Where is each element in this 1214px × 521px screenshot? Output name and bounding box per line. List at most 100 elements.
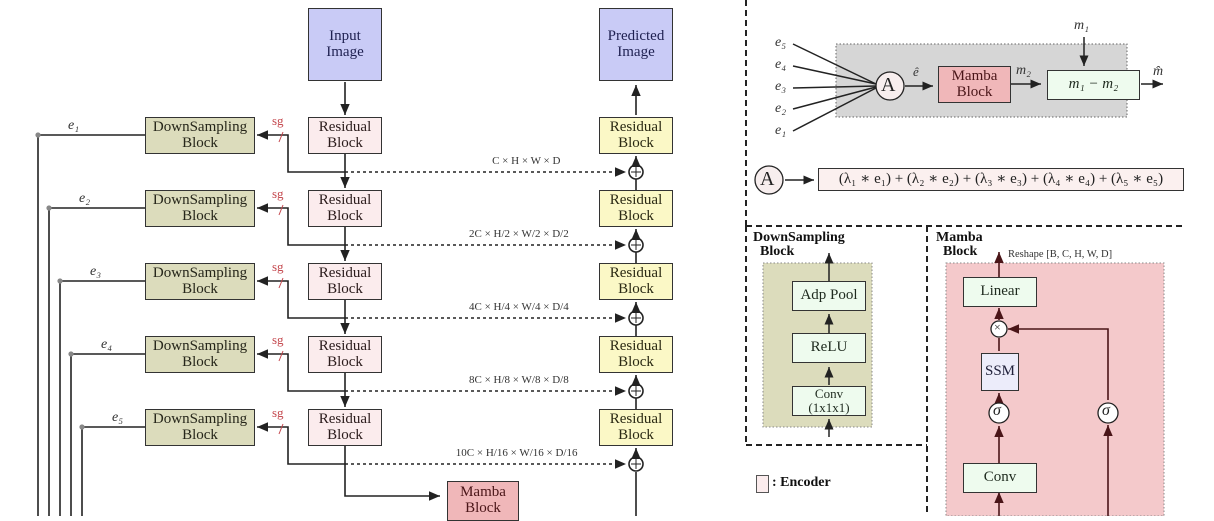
formula-text: (λ₁ ∗ e₁) + (λ₂ ∗ e₂) + (λ₃ ∗ e₃) + (λ₄ …: [838, 170, 1164, 187]
add-icon: [631, 313, 641, 323]
ssm-label: SSM: [984, 363, 1016, 380]
aggregated-label: ê: [913, 64, 919, 79]
fusion-input-e5: e₅: [775, 35, 787, 50]
m1-label: m₁: [1074, 18, 1089, 33]
decoder-residual-block-label: Residual Block: [609, 264, 663, 297]
decoder-residual-block: Residual Block: [599, 117, 673, 154]
predicted-image-label: Predicted Image: [607, 27, 665, 60]
decoder-residual-block-label: Residual Block: [609, 118, 663, 151]
linear-label: Linear: [980, 283, 1020, 300]
conv-layer: Conv: [963, 463, 1037, 493]
embedding-label: e₁: [68, 118, 80, 133]
fusion-mamba-block: Mamba Block: [938, 66, 1011, 103]
encoder-residual-block: Residual Block: [308, 336, 382, 373]
skip-dimension-label: 4C × H/4 × W/4 × D/4: [469, 301, 569, 313]
stop-gradient-label: sg: [272, 259, 284, 274]
m2-label: m₂: [1016, 63, 1031, 78]
predicted-image-node: Predicted Image: [599, 8, 673, 81]
encoder-residual-block: Residual Block: [308, 117, 382, 154]
subtract-label: m₁ − m₂: [1068, 76, 1119, 93]
stop-gradient-path: [257, 276, 345, 319]
adp-pool-layer: Adp Pool: [792, 281, 866, 311]
skip-dimension-label: 10C × H/16 × W/16 × D/16: [455, 447, 578, 459]
stop-gradient-label: sg: [272, 186, 284, 201]
mamba-detail-title: Mamba Block: [936, 230, 983, 259]
stop-gradient-slash: [278, 277, 284, 289]
embedding-label: e₅: [112, 410, 124, 425]
decoder-residual-block-label: Residual Block: [609, 337, 663, 370]
relu-layer: ReLU: [792, 333, 866, 363]
subtract-node: m₁ − m₂: [1047, 70, 1140, 100]
add-icon: [631, 167, 641, 177]
encoder-residual-block-label: Residual Block: [318, 337, 372, 370]
stop-gradient-slash: [278, 131, 284, 143]
add-icon: [631, 386, 641, 396]
input-image-node: Input Image: [308, 8, 382, 81]
stop-gradient-slash: [278, 350, 284, 362]
decoder-residual-block-label: Residual Block: [609, 191, 663, 224]
linear-layer: Linear: [963, 277, 1037, 307]
fusion-input-e4: e₄: [775, 57, 787, 72]
encoder-residual-block-label: Residual Block: [318, 410, 372, 443]
aggregation-formula: (λ₁ ∗ e₁) + (λ₂ ∗ e₂) + (λ₃ ∗ e₃) + (λ₄ …: [818, 168, 1184, 191]
input-image-label: Input Image: [326, 27, 364, 60]
stop-gradient-path: [257, 130, 345, 173]
downsampling-block: DownSampling Block: [145, 336, 255, 373]
multiply-symbol: ×: [994, 320, 1001, 334]
conv-label: Conv: [983, 469, 1017, 486]
aggregator-symbol-legend: A: [760, 168, 775, 190]
bottleneck-mamba-block: Mamba Block: [447, 481, 519, 521]
decoder-residual-block: Residual Block: [599, 336, 673, 373]
sigma-left: σ: [993, 402, 1001, 419]
stop-gradient-path: [257, 349, 345, 392]
fusion-input-e2: e₂: [775, 101, 787, 116]
encoder-legend-swatch: [756, 475, 769, 493]
stop-gradient-path: [257, 422, 345, 465]
embedding-label: e₃: [90, 264, 102, 279]
stop-gradient-label: sg: [272, 113, 284, 128]
encoder-residual-block-label: Residual Block: [318, 191, 372, 224]
decoder-residual-block: Residual Block: [599, 263, 673, 300]
decoder-residual-block: Residual Block: [599, 190, 673, 227]
skip-dimension-label: 2C × H/2 × W/2 × D/2: [469, 228, 569, 240]
decoder-residual-block: Residual Block: [599, 409, 673, 446]
downsampling-block-label: DownSampling Block: [152, 118, 248, 151]
downsampling-block: DownSampling Block: [145, 117, 255, 154]
downsampling-block-label: DownSampling Block: [152, 264, 248, 297]
downsampling-detail-title: DownSampling Block: [753, 230, 845, 259]
skip-dimension-label: C × H × W × D: [492, 155, 561, 167]
downsampling-block: DownSampling Block: [145, 263, 255, 300]
downsampling-block-label: DownSampling Block: [152, 191, 248, 224]
add-icon: [631, 240, 641, 250]
embedding-label: e₄: [101, 337, 113, 352]
downsampling-block-label: DownSampling Block: [152, 337, 248, 370]
stop-gradient-slash: [278, 204, 284, 216]
downsampling-block: DownSampling Block: [145, 190, 255, 227]
relu-label: ReLU: [810, 339, 848, 356]
stop-gradient-label: sg: [272, 405, 284, 420]
stop-gradient-label: sg: [272, 332, 284, 347]
encoder-residual-block: Residual Block: [308, 190, 382, 227]
embedding-label: e₂: [79, 191, 91, 206]
skip-dimension-label: 8C × H/8 × W/8 × D/8: [469, 374, 569, 386]
encoder-residual-block-label: Residual Block: [318, 118, 372, 151]
aggregator-symbol: A: [881, 74, 896, 96]
conv-1x1x1-label: Conv (1x1x1): [808, 386, 850, 415]
fusion-mamba-label: Mamba Block: [951, 67, 998, 100]
encoder-residual-block-label: Residual Block: [318, 264, 372, 297]
fusion-input-e3: e₃: [775, 79, 787, 94]
decoder-residual-block-label: Residual Block: [609, 410, 663, 443]
bottleneck-mamba-label: Mamba Block: [460, 484, 506, 516]
stop-gradient-slash: [278, 423, 284, 435]
adp-pool-label: Adp Pool: [800, 287, 858, 304]
encoder-residual-block: Residual Block: [308, 409, 382, 446]
conv-1x1x1-layer: Conv (1x1x1): [792, 386, 866, 416]
downsampling-block-label: DownSampling Block: [152, 410, 248, 443]
add-icon: [631, 459, 641, 469]
reshape-label: Reshape [B, C, H, W, D]: [1008, 249, 1113, 260]
downsampling-block: DownSampling Block: [145, 409, 255, 446]
encoder-legend-label: : Encoder: [772, 475, 831, 490]
stop-gradient-path: [257, 203, 345, 246]
output-m-hat: m̂: [1153, 64, 1164, 79]
